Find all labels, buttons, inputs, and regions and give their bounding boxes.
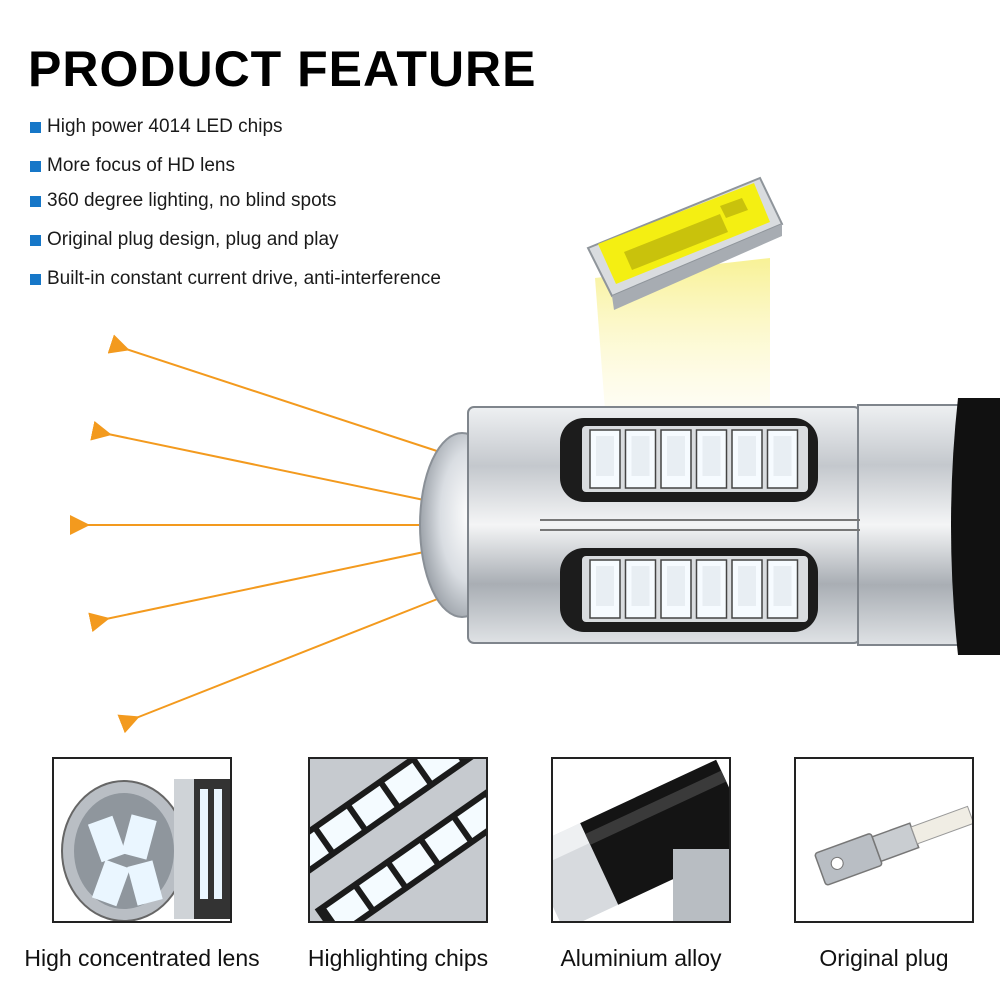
square-bullet-icon <box>30 234 41 246</box>
led-chip-phosphor <box>631 436 650 476</box>
product-illustration <box>70 176 1000 734</box>
feature-item: High power 4014 LED chips <box>30 116 283 138</box>
feature-item: Built-in constant current drive, anti-in… <box>30 268 441 290</box>
feature-text: High power 4014 LED chips <box>47 116 283 137</box>
led-chip-phosphor <box>738 436 756 476</box>
led-chips-closeup-icon <box>310 759 486 921</box>
panel-plug <box>794 757 974 923</box>
panel-caption: Original plug <box>819 945 949 971</box>
feature-text: 360 degree lighting, no blind spots <box>47 190 337 211</box>
feature-text: Built-in constant current drive, anti-in… <box>47 268 441 289</box>
square-bullet-icon <box>30 195 41 207</box>
led-chip-phosphor <box>773 436 792 476</box>
led-chip-phosphor <box>596 566 614 606</box>
led-chip-phosphor <box>773 566 792 606</box>
feature-item: 360 degree lighting, no blind spots <box>30 190 336 212</box>
aluminium-body-closeup-icon <box>553 759 729 921</box>
feature-text: More focus of HD lens <box>47 155 235 176</box>
feature-item: More focus of HD lens <box>30 155 235 177</box>
light-direction-arrows <box>70 334 441 734</box>
led-chip-phosphor <box>738 566 756 606</box>
panel-alloy <box>551 757 731 923</box>
led-chip-phosphor <box>702 566 721 606</box>
feature-item: Original plug design, plug and play <box>30 229 339 251</box>
led-chip-phosphor <box>667 566 685 606</box>
led-chip-phosphor <box>702 436 721 476</box>
panel-caption: High concentrated lens <box>24 945 260 971</box>
panel-caption: Aluminium alloy <box>560 945 722 971</box>
feature-text: Original plug design, plug and play <box>47 229 339 250</box>
panel-lens <box>52 757 232 923</box>
led-chip-phosphor <box>667 436 685 476</box>
square-bullet-icon <box>30 121 41 133</box>
led-chip-row <box>589 429 799 619</box>
lens-closeup-icon <box>54 759 230 921</box>
led-chip-phosphor <box>631 566 650 606</box>
led-chip-icon <box>586 176 784 310</box>
panel-chips <box>308 757 488 923</box>
page-title: PRODUCT FEATURE <box>28 41 537 97</box>
square-bullet-icon <box>30 273 41 285</box>
plug-terminal-icon <box>796 759 972 921</box>
led-chip-phosphor <box>596 436 614 476</box>
square-bullet-icon <box>30 160 41 172</box>
panel-caption: Highlighting chips <box>307 945 489 971</box>
